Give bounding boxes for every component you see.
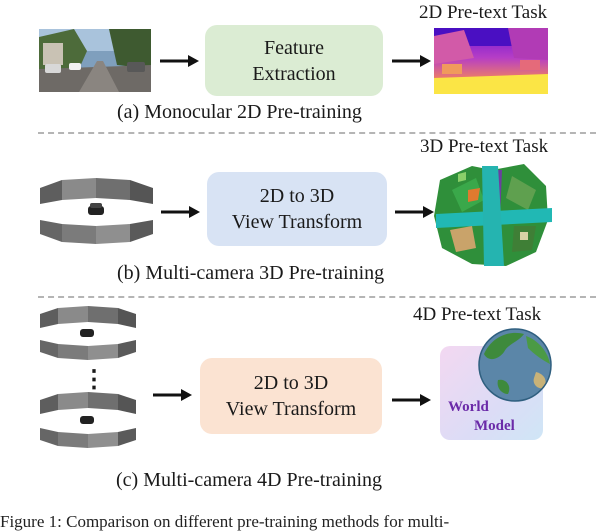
task-label-2d: 2D Pre-text Task: [419, 2, 548, 23]
feature-extraction-box: Feature Extraction: [205, 25, 383, 96]
occupancy-map: [432, 160, 552, 270]
arrow-c2: [392, 394, 431, 406]
street-photo: [39, 29, 151, 92]
divider-1: [38, 132, 596, 134]
surround-camera-ring-c1: [40, 306, 136, 360]
figure-caption: Figure 1: Comparison on different pre-tr…: [0, 512, 450, 531]
divider-2: [38, 296, 596, 298]
task-label-3d: 3D Pre-text Task: [420, 136, 549, 157]
arrow-b2: [395, 206, 434, 218]
arrow-a1: [160, 55, 199, 67]
arrow-c1: [153, 389, 192, 401]
surround-camera-ring-c2: [40, 392, 136, 448]
world-model-label-2: Model: [474, 418, 515, 434]
caption-b: (b) Multi-camera 3D Pre-training: [117, 262, 385, 284]
globe-icon: [478, 328, 552, 402]
arrow-b1: [161, 206, 200, 218]
view-transform-box-c: 2D to 3D View Transform: [200, 358, 382, 434]
depth-map: [434, 28, 548, 94]
view-transform-box-b: 2D to 3D View Transform: [207, 172, 387, 246]
caption-c: (c) Multi-camera 4D Pre-training: [116, 469, 383, 491]
world-model-label-1: World: [448, 399, 489, 415]
ellipsis-glyph: ⋮: [82, 367, 106, 393]
surround-camera-ring-b: [40, 178, 153, 244]
task-label-4d: 4D Pre-text Task: [413, 304, 542, 325]
caption-a: (a) Monocular 2D Pre-training: [117, 101, 362, 123]
arrow-a2: [392, 55, 431, 67]
